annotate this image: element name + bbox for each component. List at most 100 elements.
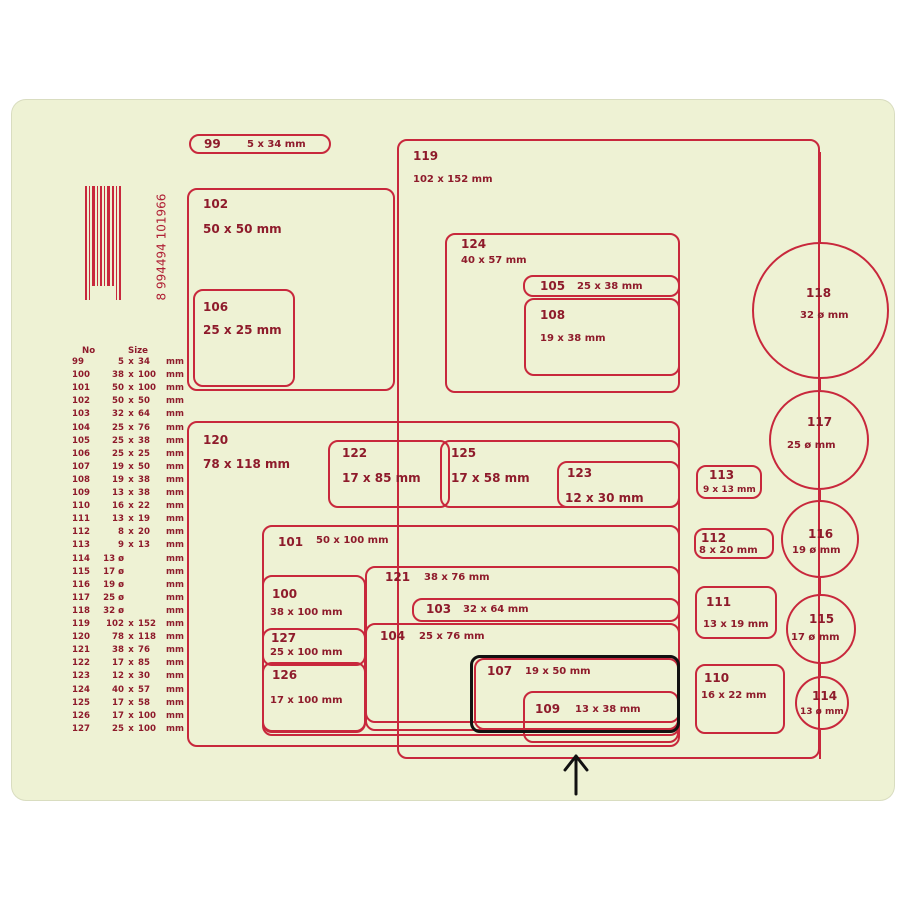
label-106 (193, 289, 295, 387)
table-cell: 113 (72, 540, 90, 551)
label-123 (557, 461, 680, 508)
table-cell: 19 (112, 461, 124, 472)
label-122-size: 17 x 85 mm (342, 471, 421, 485)
table-cell: 38 (112, 370, 124, 381)
table-cell: mm (166, 632, 184, 643)
label-117 (769, 390, 869, 490)
label-108-size: 19 x 38 mm (540, 333, 606, 344)
table-cell: mm (166, 461, 184, 472)
table-header-no: No (82, 346, 96, 356)
table-cell-sep: x (128, 632, 134, 643)
table-cell-sep: x (128, 723, 134, 734)
label-120-size: 78 x 118 mm (203, 457, 291, 471)
table-cell-sep: x (128, 409, 134, 420)
table-header-size: Size (128, 346, 148, 356)
table-cell: mm (166, 723, 184, 734)
table-cell: 25 (112, 435, 124, 446)
table-cell-sep: x (128, 396, 134, 407)
table-cell: 40 (112, 684, 124, 695)
label-111-size: 13 x 19 mm (703, 619, 769, 630)
table-cell: mm (166, 658, 184, 669)
table-cell: mm (166, 579, 184, 590)
table-cell: 102 (72, 396, 90, 407)
table-cell-sep: x (128, 461, 134, 472)
table-cell: 25 (112, 422, 124, 433)
label-109-number: 109 (535, 702, 561, 716)
table-cell: 85 (138, 658, 150, 669)
table-cell: 102 (106, 619, 124, 629)
table-cell: 127 (72, 723, 90, 734)
label-126-number: 126 (272, 668, 298, 682)
label-103 (412, 598, 680, 622)
label-120-number: 120 (203, 433, 229, 447)
table-cell: 78 (112, 632, 124, 643)
up-arrow-icon (563, 754, 589, 796)
table-cell-sep: x (128, 474, 134, 485)
table-cell: 76 (138, 645, 150, 656)
table-cell: 25 (112, 723, 124, 734)
table-cell: 120 (72, 632, 90, 643)
table-cell: mm (166, 645, 184, 656)
label-124-number: 124 (461, 237, 487, 251)
label-121-size: 38 x 76 mm (424, 572, 490, 583)
table-cell: 64 (138, 409, 150, 420)
table-cell: 32 ø (103, 605, 124, 616)
label-125-number: 125 (451, 446, 477, 460)
table-cell: 119 (72, 619, 90, 629)
label-118 (752, 242, 889, 379)
table-cell: mm (166, 409, 184, 420)
label-114 (795, 676, 849, 730)
table-cell: 9 (118, 540, 124, 551)
label-123-number: 123 (567, 466, 593, 480)
table-cell: 110 (72, 501, 90, 512)
table-cell: 100 (72, 370, 90, 381)
label-110-size: 16 x 22 mm (701, 690, 767, 701)
table-cell: 100 (138, 383, 156, 394)
connector-line (819, 379, 821, 390)
label-109-size: 13 x 38 mm (575, 704, 641, 715)
table-cell: 118 (72, 605, 90, 616)
table-cell: 118 (138, 632, 156, 643)
table-cell: mm (166, 448, 184, 459)
label-127-number: 127 (271, 631, 297, 645)
table-cell-sep: x (128, 501, 134, 512)
table-cell: 12 (112, 671, 124, 682)
table-cell: mm (166, 488, 184, 498)
label-111 (695, 586, 777, 639)
label-124-size: 40 x 57 mm (461, 255, 527, 266)
table-cell-sep: x (128, 514, 134, 525)
label-112-size: 8 x 20 mm (699, 545, 758, 556)
table-cell: mm (166, 435, 184, 446)
table-cell: 38 (112, 645, 124, 656)
table-cell: 116 (72, 579, 90, 590)
table-cell-sep: x (128, 697, 134, 708)
table-cell: 13 (138, 540, 150, 551)
table-cell: 22 (138, 501, 150, 512)
table-cell: mm (166, 383, 184, 394)
table-cell: mm (166, 357, 184, 367)
table-cell: 19 (138, 514, 150, 525)
table-cell: 17 (112, 658, 124, 669)
table-cell: 115 (72, 566, 90, 577)
table-cell: 25 (112, 448, 124, 459)
table-cell: 125 (72, 697, 90, 708)
table-cell-sep: x (128, 684, 134, 695)
table-cell-sep: x (128, 357, 134, 367)
table-cell: 13 ø (103, 553, 124, 564)
table-cell: 19 ø (103, 579, 124, 590)
table-cell: mm (166, 514, 184, 525)
table-cell: mm (166, 697, 184, 708)
table-cell: mm (166, 474, 184, 485)
table-cell: 5 (118, 357, 124, 367)
table-cell: 106 (72, 448, 90, 459)
